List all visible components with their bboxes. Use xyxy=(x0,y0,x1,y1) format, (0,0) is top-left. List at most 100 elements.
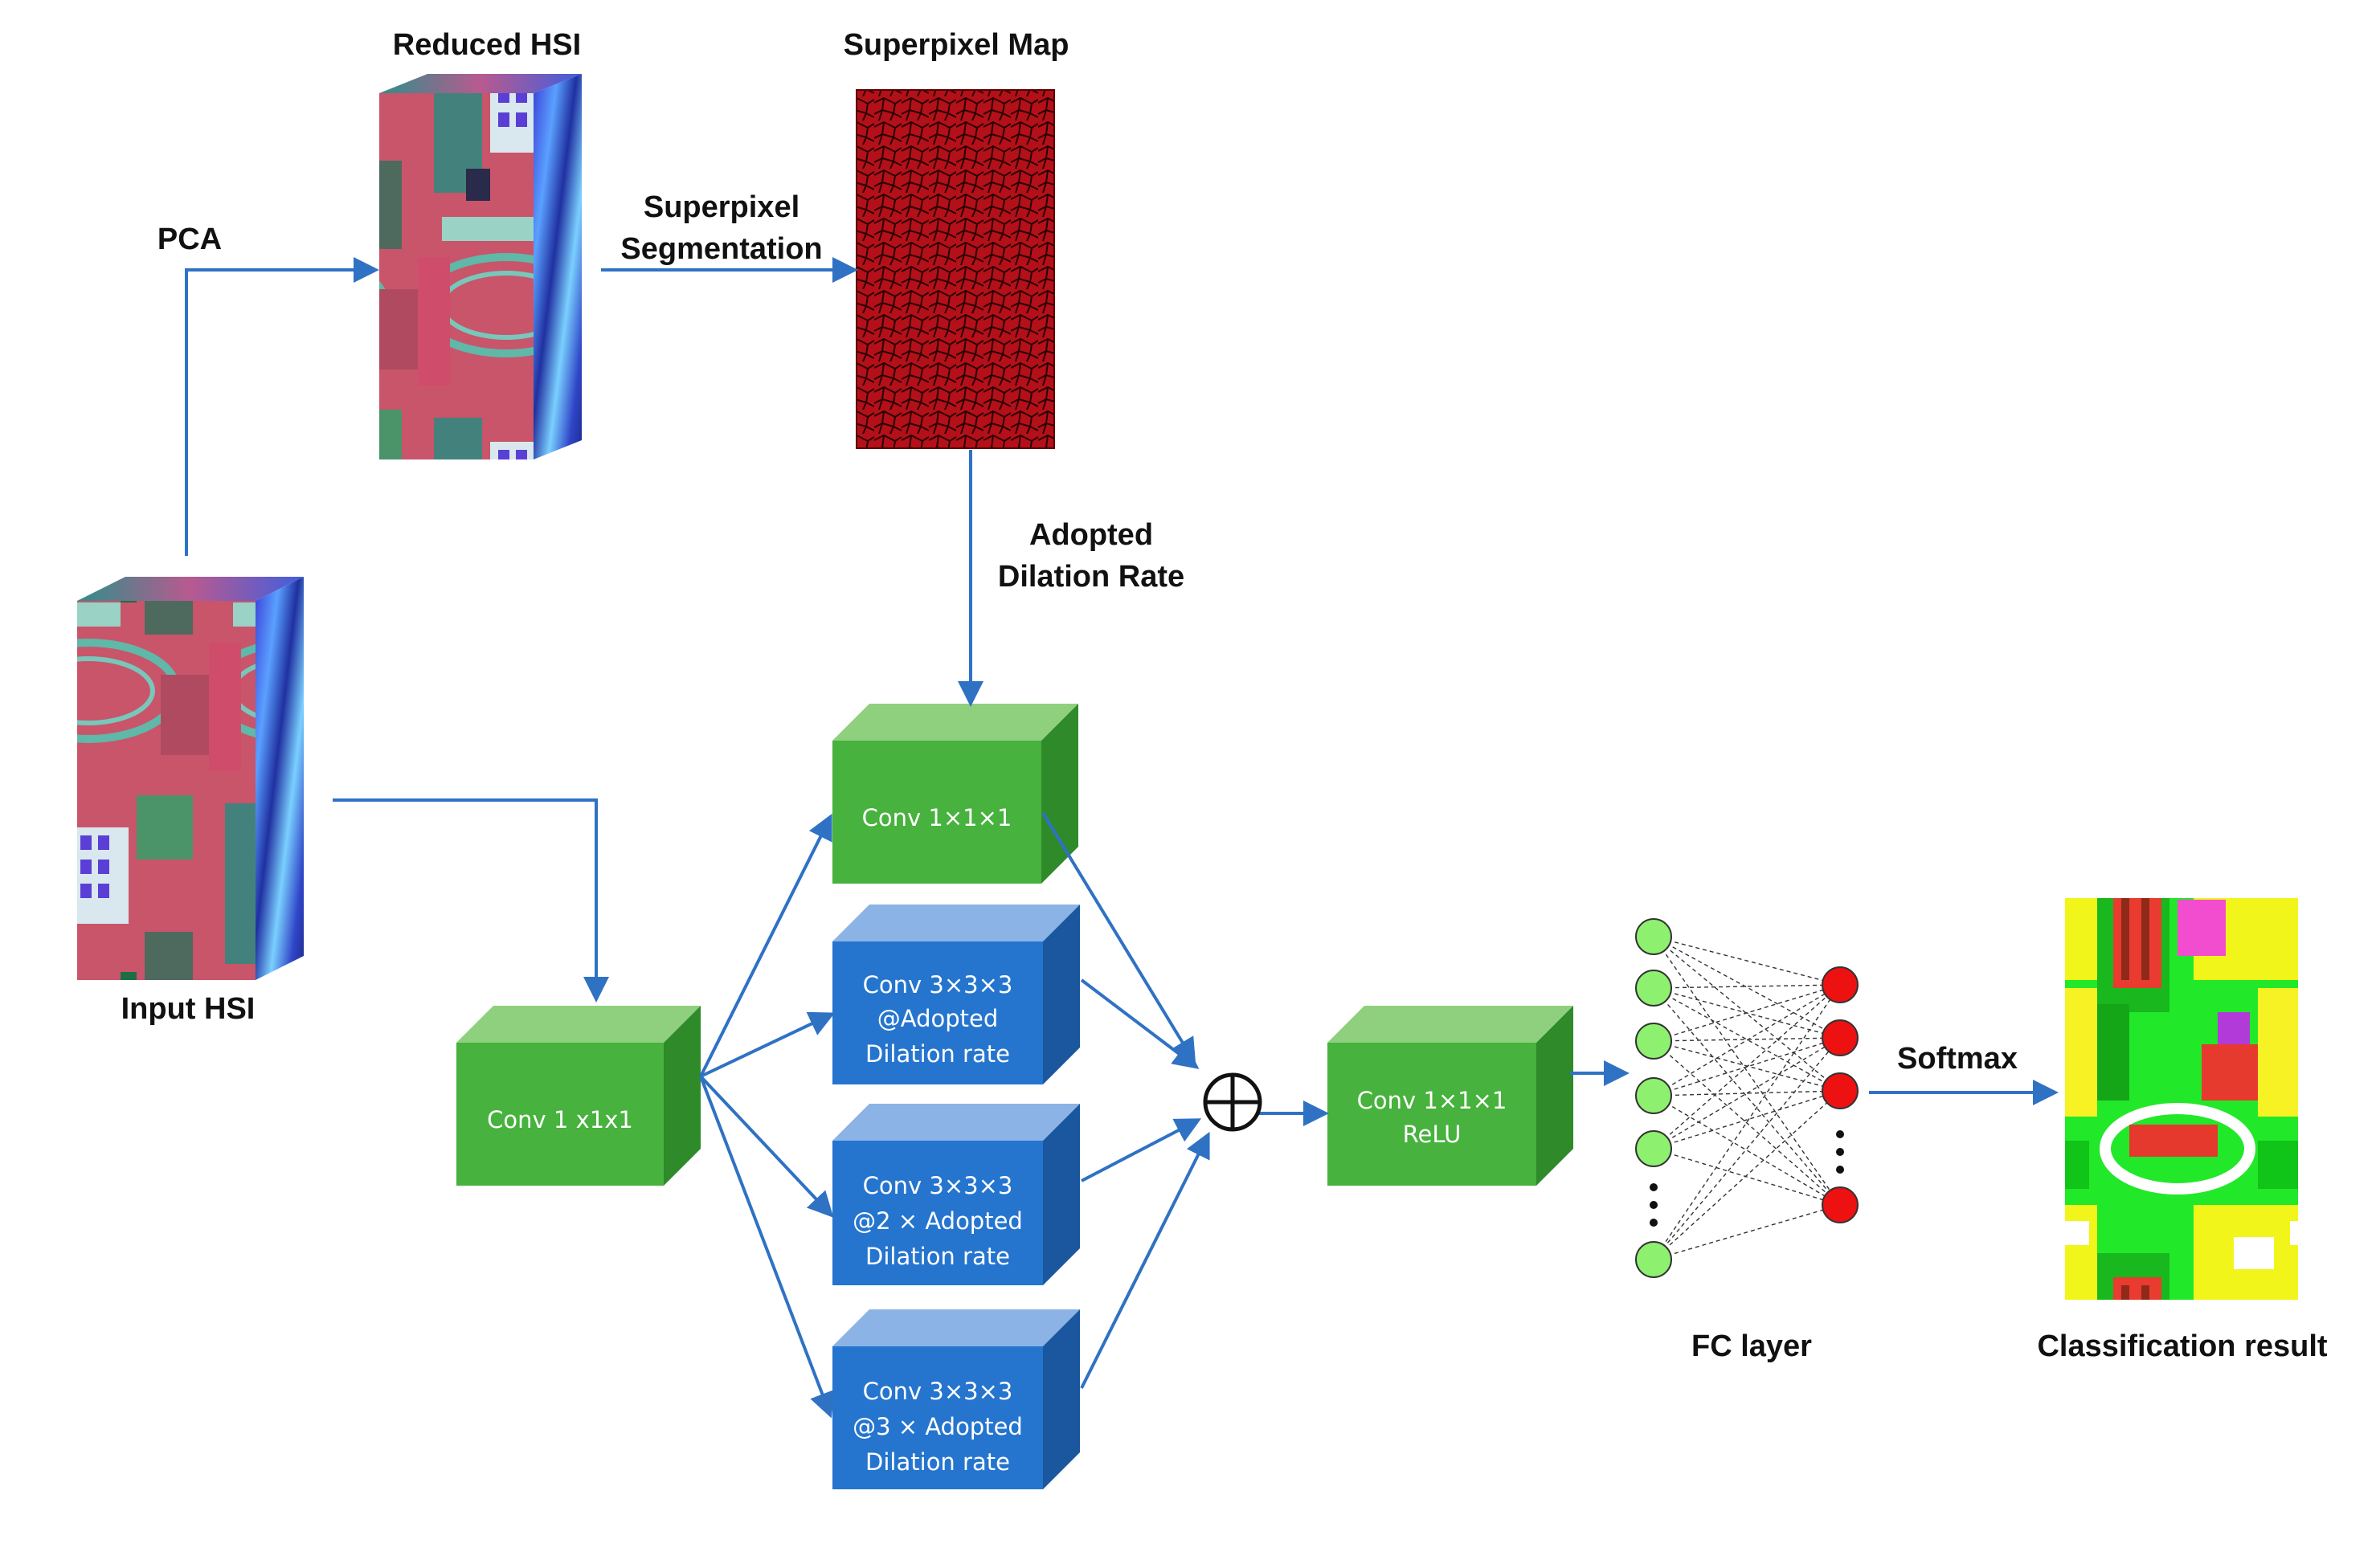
label-fc-layer: FC layer xyxy=(1691,1329,1812,1363)
fc-connection xyxy=(1653,1090,1841,1260)
fc-connection xyxy=(1653,936,1841,1206)
fc-connection xyxy=(1653,984,1841,1260)
fc-input-node xyxy=(1635,1130,1672,1167)
label-softmax: Softmax xyxy=(1897,1042,2018,1076)
fc-layer-network xyxy=(1635,918,1859,1278)
fc-connection xyxy=(1653,1037,1841,1150)
block-side-face xyxy=(1043,905,1080,1084)
block-front-face xyxy=(832,1346,1043,1489)
fc-connection xyxy=(1653,984,1841,1042)
fc-connection xyxy=(1653,1204,1841,1260)
block-top-face xyxy=(832,905,1080,941)
arrow-split-branch1 xyxy=(699,813,832,1077)
fc-output-node xyxy=(1822,1186,1859,1223)
block-conv-branch1: Conv 1×1×1 xyxy=(832,704,1078,884)
fc-connection xyxy=(1653,936,1841,1092)
fc-connection xyxy=(1653,936,1841,986)
elementwise-sum-icon xyxy=(1203,1072,1262,1132)
arrow-pca xyxy=(185,257,379,556)
block-side-face xyxy=(1536,1006,1573,1186)
input-hsi-cube xyxy=(77,577,304,980)
classification-result-image xyxy=(2065,898,2298,1300)
block-label-line1: Conv 3×3×3 xyxy=(863,1172,1013,1199)
fc-input-ellipsis-dot xyxy=(1650,1219,1658,1227)
arrow-input-to-conv xyxy=(333,798,609,1003)
block-label-line2: @3 × Adopted xyxy=(853,1413,1023,1440)
block-side-face xyxy=(1041,704,1078,884)
arrow-split-branch2 xyxy=(700,1011,836,1078)
label-pca: PCA xyxy=(157,223,222,256)
block-front-face xyxy=(456,1043,664,1186)
fc-connection xyxy=(1653,1040,1841,1092)
label-adopted-dilation-rate-line2: Dilation Rate xyxy=(998,560,1184,594)
block-label-line2: ReLU xyxy=(1403,1121,1462,1148)
fc-connection xyxy=(1653,1090,1841,1096)
fc-connection xyxy=(1653,1148,1841,1206)
reduced-hsi-side xyxy=(534,74,582,459)
arrow-split-branch4 xyxy=(699,1076,835,1419)
block-front-face xyxy=(1327,1043,1536,1186)
fc-output-ellipsis-dot xyxy=(1836,1130,1844,1138)
fc-input-node xyxy=(1635,1241,1672,1278)
block-top-face xyxy=(832,1309,1080,1346)
block-top-face xyxy=(832,704,1078,741)
label-classification-result: Classification result xyxy=(2037,1329,2327,1363)
fc-output-node xyxy=(1822,1072,1859,1109)
flow-arrows xyxy=(185,257,2059,1419)
block-label-line1: Conv 1 x1x1 xyxy=(487,1106,633,1133)
block-top-face xyxy=(832,1104,1080,1141)
fc-input-node xyxy=(1635,1023,1672,1060)
block-label-line2: @Adopted xyxy=(877,1005,999,1032)
fc-input-node xyxy=(1635,918,1672,955)
fc-output-node xyxy=(1822,966,1859,1003)
label-reduced-hsi: Reduced HSI xyxy=(393,28,581,62)
fc-input-ellipsis-dot xyxy=(1650,1183,1658,1191)
fc-connection xyxy=(1653,984,1841,989)
superpixel-map xyxy=(856,89,1055,449)
arrow-branch4-sum xyxy=(1080,1131,1210,1389)
arrow-branch3-sum xyxy=(1081,1118,1202,1182)
diagram-labels: Reduced HSI Superpixel Map PCA Superpixe… xyxy=(121,28,2328,1363)
label-adopted-dilation-rate-line1: Adopted xyxy=(1029,518,1153,552)
block-label-line1: Conv 1×1×1 xyxy=(1357,1087,1507,1114)
block-front-face xyxy=(832,941,1043,1084)
arrow-branch2-sum xyxy=(1080,978,1200,1069)
fc-output-ellipsis-dot xyxy=(1836,1148,1844,1156)
block-conv-entry: Conv 1 x1x1 xyxy=(456,1006,701,1186)
fc-connection xyxy=(1653,1040,1841,1206)
classification-result-map xyxy=(2065,898,2298,1300)
fc-connection xyxy=(1653,1095,1841,1206)
fc-connection xyxy=(1653,987,1841,1206)
fc-connection xyxy=(1653,984,1841,1096)
block-label-line3: Dilation rate xyxy=(865,1243,1010,1270)
block-top-face xyxy=(1327,1006,1573,1043)
block-front-face xyxy=(832,1141,1043,1285)
reduced-hsi-image xyxy=(379,93,534,459)
block-top-face xyxy=(456,1006,701,1043)
block-label-line3: Dilation rate xyxy=(865,1448,1010,1476)
block-label-line1: Conv 3×3×3 xyxy=(863,971,1013,998)
block-label-line1: Conv 1×1×1 xyxy=(862,804,1012,831)
block-side-face xyxy=(1043,1309,1080,1489)
reduced-hsi-cube xyxy=(379,74,582,459)
fc-connection xyxy=(1653,987,1841,1092)
input-hsi-top xyxy=(77,577,304,601)
superpixel-map-image xyxy=(856,89,1055,449)
arrow-branch1-sum xyxy=(1041,811,1196,1064)
label-input-hsi: Input HSI xyxy=(121,992,256,1026)
input-hsi-image xyxy=(77,601,256,980)
fc-connection xyxy=(1653,1090,1841,1150)
arrow-split-branch3 xyxy=(699,1075,834,1218)
fc-connection xyxy=(1653,984,1841,1150)
fc-input-node xyxy=(1635,1077,1672,1114)
fc-connection xyxy=(1653,936,1841,1039)
block-label-line2: @2 × Adopted xyxy=(853,1207,1023,1235)
block-side-face xyxy=(664,1006,701,1186)
block-side-face xyxy=(1043,1104,1080,1285)
